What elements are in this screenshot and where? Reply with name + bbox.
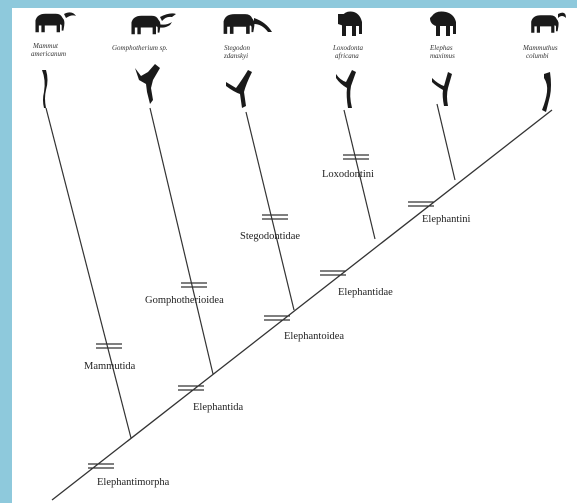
mastodon-molar: [42, 70, 48, 108]
stegodon-silhouette: [224, 14, 272, 34]
taxon-name-line2: americanum: [31, 50, 66, 58]
gomphothere-silhouette: [131, 13, 176, 34]
clade-label-elephantida: Elephantida: [193, 402, 243, 413]
clade-label-elephantimorpha: Elephantimorpha: [97, 477, 170, 488]
taxon-gomphotherium: Gomphotherium sp.: [112, 13, 176, 104]
taxon-name-line2: africana: [335, 52, 359, 60]
taxon-name-line1: Elephas: [429, 44, 453, 52]
branch-mammut: [46, 108, 131, 438]
clade-label-elephantoidea: Elephantoidea: [284, 331, 344, 342]
taxon-name-line2: columbi: [526, 52, 549, 60]
mammuthus-molar: [542, 72, 551, 112]
clade-label-loxodontini: Loxodontini: [322, 169, 374, 180]
main-spine: [52, 110, 552, 500]
synapomorphy-bars: [88, 155, 434, 468]
taxon-name-line2: maximus: [430, 52, 455, 60]
clade-label-elephantini: Elephantini: [422, 214, 470, 225]
taxon-name-line1: Mammut: [32, 42, 59, 50]
clade-label-mammutida: Mammutida: [84, 361, 136, 372]
loxodonta-molar: [336, 70, 356, 108]
gomphothere-molar: [135, 64, 160, 104]
taxon-loxodonta: Loxodonta africana: [332, 12, 363, 109]
clade-label-elephantidae: Elephantidae: [338, 287, 393, 298]
branch-elephas: [437, 104, 455, 180]
mastodon-silhouette: [35, 12, 76, 32]
clade-label-gomphotherioidea: Gomphotherioidea: [145, 295, 224, 306]
taxon-name-line1: Stegodon: [224, 44, 251, 52]
elephas-molar: [432, 72, 452, 106]
stegodon-molar: [226, 70, 252, 108]
taxon-name-line1: Mammuthus: [522, 44, 558, 52]
asian-elephant-silhouette: [430, 12, 456, 37]
taxon-name-line1: Loxodonta: [332, 44, 363, 52]
mammoth-silhouette: [531, 13, 566, 33]
taxon-mammuthus: Mammuthus columbi: [522, 13, 566, 112]
branch-gomphotherium: [150, 108, 213, 374]
taxon-elephas: Elephas maximus: [429, 12, 456, 107]
clade-label-stegodontidae: Stegodontidae: [240, 231, 300, 242]
taxon-mammut: Mammut americanum: [31, 12, 76, 108]
taxon-name-line2: zdanskyi: [223, 52, 248, 60]
branch-stegodon: [246, 112, 294, 310]
taxon-stegodon: Stegodon zdanskyi: [223, 14, 272, 108]
african-elephant-silhouette: [338, 12, 362, 37]
taxon-name-line1: Gomphotherium sp.: [112, 44, 168, 52]
